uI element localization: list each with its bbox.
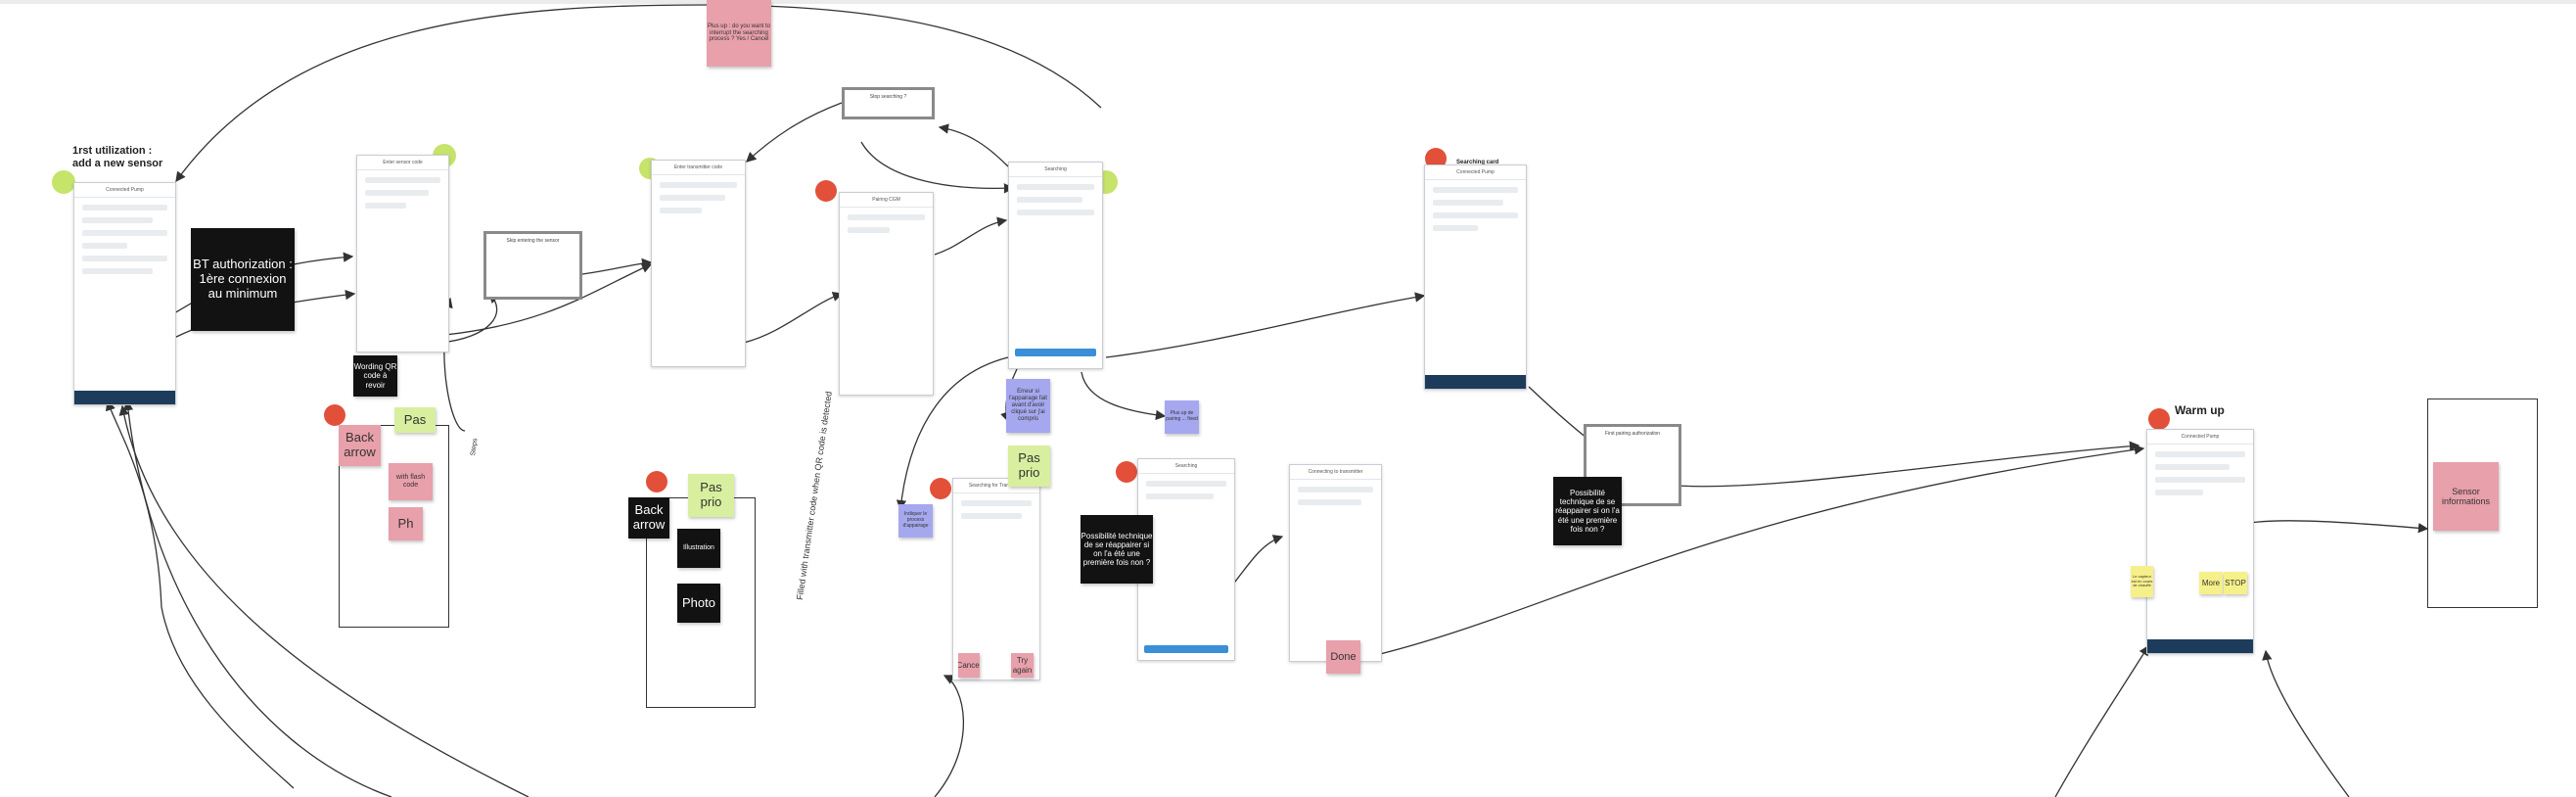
arrow-bottom-left-1 xyxy=(118,404,529,797)
ph-note: Ph xyxy=(389,507,423,540)
screen-title: Connected Pump xyxy=(74,183,175,198)
interrupt-note: Plus up : do you want to interrupt the s… xyxy=(707,0,771,67)
screen-title: Searching xyxy=(1138,459,1234,474)
screen-title: Searching xyxy=(1009,163,1102,177)
arrow-home-down xyxy=(105,399,295,789)
screen-title: Connected Pump xyxy=(1425,165,1526,180)
next-button[interactable] xyxy=(1143,645,1229,653)
status-dot xyxy=(646,471,667,492)
searching-2-screen: Searching xyxy=(1137,458,1235,661)
enter-transmitter-screen: Enter transmitter code xyxy=(651,160,746,367)
warm-up-screen: Connected Pump xyxy=(2146,429,2254,654)
sensor-info-note: Sensor informations xyxy=(2433,462,2499,531)
bt-auth-note: BT authorization : 1ère connexion au min… xyxy=(191,228,295,331)
flash-code-note: with flash code xyxy=(389,463,433,500)
photo-note: Photo xyxy=(677,584,720,623)
searching-screen: Searching xyxy=(1008,162,1103,369)
possibility-note: Possibilité technique de se réappairer s… xyxy=(1081,515,1153,584)
arrow-warm-bottom-2 xyxy=(2262,649,2350,797)
arrow-bottom-left-2 xyxy=(122,399,392,797)
arrow-top-loop xyxy=(175,4,1102,183)
status-dot xyxy=(930,478,951,499)
tab-bar xyxy=(1425,375,1526,389)
stop-note: STOP xyxy=(2224,572,2247,594)
screen-title: Enter transmitter code xyxy=(652,161,745,175)
pas-prio-note: Pas prio xyxy=(688,474,734,517)
next-button[interactable] xyxy=(1014,349,1097,356)
arrow-transmitter-to-pairing xyxy=(743,291,844,344)
wording-qr-note: Wording QR code à revoir xyxy=(353,355,397,397)
enter-sensor-screen: Enter sensor code xyxy=(356,155,449,352)
home-screen: Connected Pump xyxy=(73,182,176,405)
status-dot xyxy=(52,170,75,194)
arrow-stop-to-transmitter xyxy=(746,102,843,163)
arrow-cancel-loop xyxy=(934,675,965,797)
status-dot xyxy=(1116,461,1137,483)
stop-search-dialog: Stop searching ? xyxy=(842,87,935,119)
illustration-note: Illustration xyxy=(677,529,720,568)
pairing-screen: Pairing CGM xyxy=(839,192,934,396)
arrow-search-down xyxy=(1081,371,1167,421)
status-dot xyxy=(815,180,837,202)
screen-title: Connecting to transmitter xyxy=(1290,465,1381,480)
arrow-dialog-to-transmitter xyxy=(581,258,653,275)
skip-sensor-dialog: Skip entering the sensor xyxy=(483,231,582,300)
try-again-note: Try again xyxy=(1011,653,1034,678)
comment-frame xyxy=(339,425,449,628)
searching-transmitter-screen: Searching for Transmitter xyxy=(952,478,1040,680)
arrow-warm-bottom-1 xyxy=(2054,644,2149,797)
screen-title: Pairing CGM xyxy=(840,193,933,208)
searching-card-screen: Connected Pump xyxy=(1424,164,1527,390)
first-use-title: 1rst utilization : add a new sensor xyxy=(72,145,163,169)
screen-title: Connected Pump xyxy=(2147,430,2253,445)
pairing-process-note: Indiquer le process d'appairage xyxy=(898,504,933,538)
more-note: More xyxy=(2199,572,2223,594)
arrow-pairing-to-search xyxy=(934,216,1008,256)
warm-up-title: Warm up xyxy=(2175,403,2225,417)
pairing-fixed-note: Plus up de pairing ... fixed xyxy=(1165,400,1199,434)
sensor-info-frame xyxy=(2427,398,2538,608)
screen-title: Searching for Transmitter xyxy=(953,479,1039,493)
status-dot xyxy=(324,404,345,426)
done-note: Done xyxy=(1326,640,1360,674)
cancel-note: Cancel xyxy=(958,653,980,678)
status-dot xyxy=(1425,148,1447,169)
arrow-sensor-to-dialog xyxy=(439,293,500,344)
toolbar-strip xyxy=(0,0,2576,4)
back-arrow-note: Back arrow xyxy=(339,425,381,466)
tab-bar xyxy=(74,391,175,404)
arrow-search-to-card xyxy=(1105,292,1426,358)
tab-bar xyxy=(2147,639,2253,653)
arrow-sensor-to-transmitter xyxy=(444,263,653,336)
arrow-stop-to-search xyxy=(860,141,1015,194)
pas-prio-note: Pas prio xyxy=(1008,445,1050,487)
status-dot xyxy=(2148,408,2170,430)
possibility-note: Possibilité technique de se réappairer s… xyxy=(1553,477,1622,545)
pas-prio-note: Pas xyxy=(394,407,436,433)
connecting-screen: Connecting to transmitter xyxy=(1289,464,1382,662)
back-arrow-note: Back arrow xyxy=(628,497,669,539)
arrow-left-connect xyxy=(896,356,1009,511)
first-pairing-dialog: First pairing authorization xyxy=(1584,424,1681,506)
arrow-search-to-stop xyxy=(938,123,1009,167)
searching-card-title: Searching card xyxy=(1456,160,1499,165)
screen-title: Enter sensor code xyxy=(357,156,448,170)
warmup-yellow-note: Le capteur est en cours de chauffe xyxy=(2131,566,2153,597)
error-pairing-note: Erreur si l'appairage fait avant d'avoir… xyxy=(1006,379,1050,433)
arrow-connect-to-warmup xyxy=(1379,445,2145,655)
